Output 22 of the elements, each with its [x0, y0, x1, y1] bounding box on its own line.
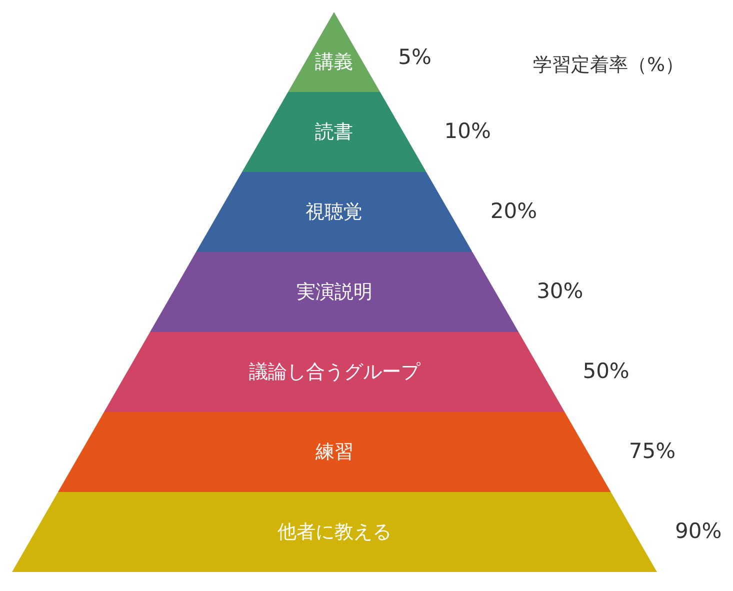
tier-label: 実演説明 — [295, 280, 374, 305]
pyramid-tier — [58, 412, 611, 492]
tier-label: 講義 — [314, 50, 354, 75]
percentage-label: 75% — [628, 439, 676, 463]
pyramid-tier — [242, 92, 426, 172]
percentage-label: 50% — [582, 359, 630, 383]
pyramid-tier — [150, 252, 519, 332]
tier-label: 読書 — [314, 120, 354, 145]
percentage-label: 20% — [490, 199, 538, 223]
percentage-label: 30% — [536, 279, 584, 303]
percentage-label: 10% — [444, 119, 491, 143]
percentage-label: 5% — [398, 45, 432, 69]
pyramid-tier — [196, 172, 472, 252]
percentage-label: 90% — [675, 519, 722, 543]
tier-label: 練習 — [314, 440, 354, 465]
tier-label: 議論し合うグループ — [248, 360, 422, 385]
column-heading: 学習定着率（%） — [533, 53, 684, 78]
tier-label: 視聴覚 — [304, 200, 364, 225]
pyramid-apex — [288, 12, 380, 92]
tier-label: 他者に教える — [276, 520, 392, 545]
pyramid-tier — [104, 332, 565, 412]
pyramid-tier — [12, 492, 657, 572]
